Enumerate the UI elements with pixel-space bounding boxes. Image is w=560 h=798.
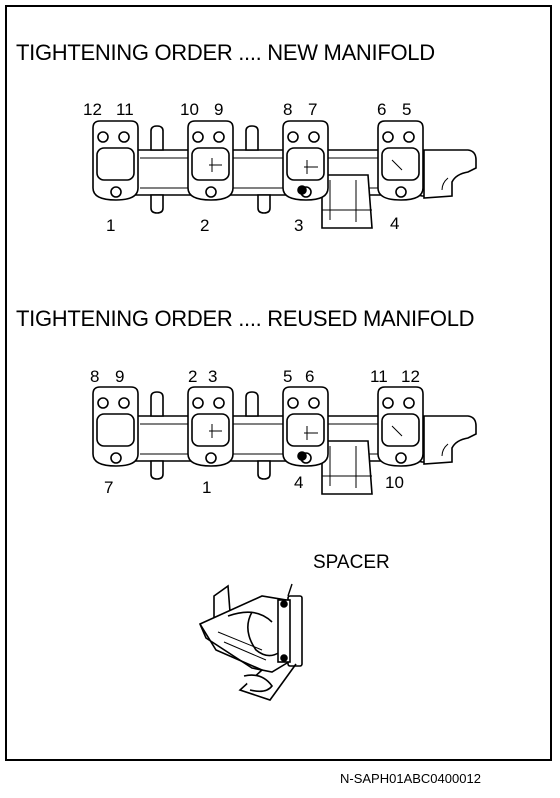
new-top-bolt-number: 8 [283, 100, 293, 119]
new-top-bolt-number: 5 [402, 100, 412, 119]
reused-top-bolt-number: 5 [283, 367, 293, 386]
reused-bottom-bolt-number: 7 [104, 478, 114, 497]
reused-top-bolt-number: 6 [305, 367, 315, 386]
new-top-bolt-number: 11 [116, 100, 134, 119]
new-top-bolt-number: 7 [308, 100, 318, 119]
new-top-bolt-number: 6 [377, 100, 387, 119]
new-bottom-bolt-number: 4 [390, 214, 400, 233]
reused-manifold-heading: TIGHTENING ORDER .... REUSED MANIFOLD [16, 306, 475, 331]
new-bottom-bolt-number: 3 [294, 216, 304, 235]
new-bottom-bolt-number: 1 [106, 216, 116, 235]
new-top-bolt-number: 10 [180, 100, 199, 119]
figure-frame [5, 5, 552, 761]
reused-bottom-bolt-number: 4 [294, 473, 304, 492]
reused-top-bolt-number: 9 [115, 367, 125, 386]
new-top-bolt-number: 12 [83, 100, 102, 119]
reused-top-bolt-number: 12 [401, 367, 420, 386]
spacer-label: SPACER [313, 552, 390, 573]
reused-bottom-bolt-number: 1 [202, 478, 212, 497]
new-top-bolt-number: 9 [214, 100, 224, 119]
reused-top-bolt-number: 11 [370, 367, 388, 386]
reused-top-bolt-number: 2 [188, 367, 198, 386]
reused-top-bolt-number: 3 [208, 367, 218, 386]
new-bottom-bolt-number: 2 [200, 216, 210, 235]
spacer-assembly [198, 583, 303, 701]
new-manifold-heading: TIGHTENING ORDER .... NEW MANIFOLD [16, 40, 435, 65]
reused-top-bolt-number: 8 [90, 367, 100, 386]
figure-code: N-SAPH01ABC0400012 [340, 771, 481, 786]
reused-bottom-bolt-number: 10 [385, 473, 404, 492]
